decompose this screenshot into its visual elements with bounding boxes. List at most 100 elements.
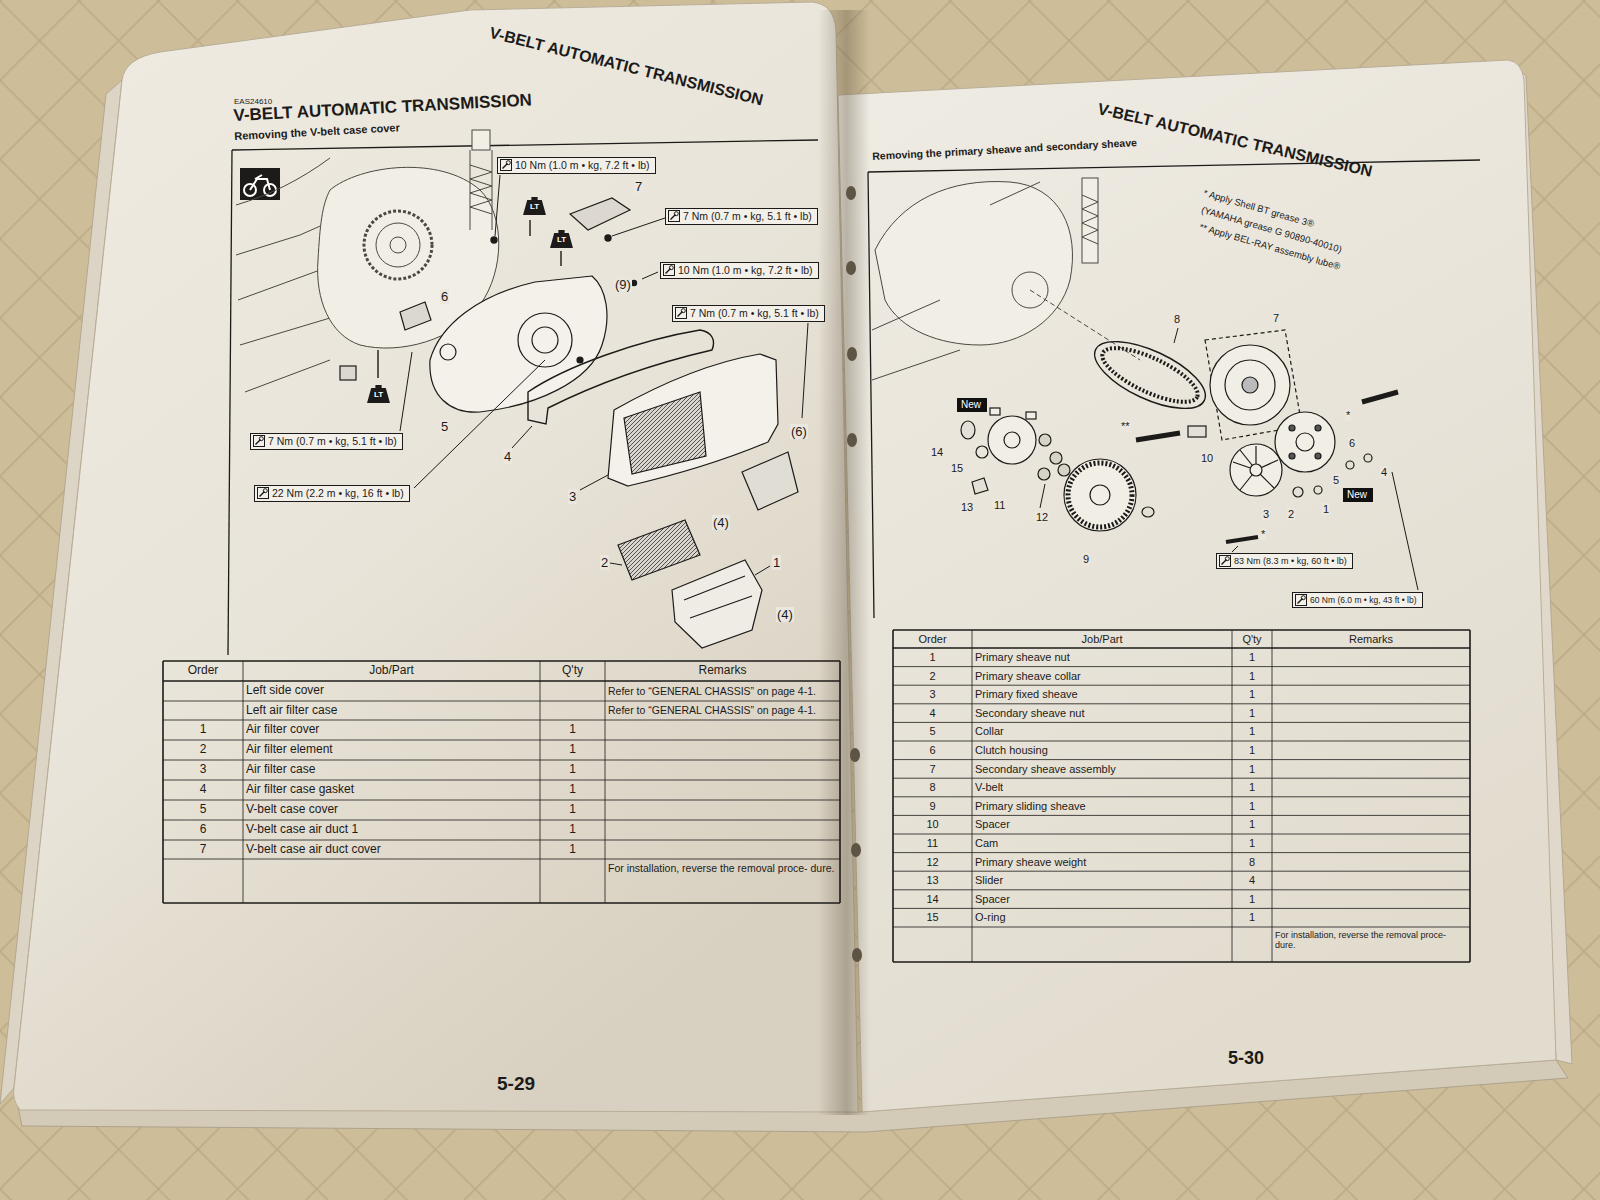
table-cell: Air filter element [246, 743, 333, 757]
text-slot: Secondary sheave assembly [975, 761, 1229, 778]
text-slot: 1 [543, 761, 602, 779]
text-slot: 5-29 [497, 1073, 535, 1095]
air-filter-element [618, 520, 700, 580]
text-slot: 4 [166, 781, 240, 799]
table-cell: 1 [1249, 651, 1255, 664]
callout-number: 1 [1322, 503, 1330, 515]
cam-and-weights [1026, 412, 1036, 419]
air-filter-cover [672, 560, 762, 648]
motorcycle-icon [240, 168, 280, 200]
table-grid [1469, 630, 1471, 962]
small-parts [1293, 487, 1303, 497]
text-slot: 10 [1200, 452, 1214, 465]
section-code: EAS24610 [234, 97, 272, 106]
table-cell: 9 [929, 800, 935, 813]
callout-number: 11 [993, 499, 1006, 511]
table-grid [1232, 630, 1233, 962]
v-belt-case-cover [518, 313, 572, 367]
text-slot: 11 [896, 835, 969, 852]
callout-number: (4) [712, 515, 730, 530]
table-cell: Collar [975, 725, 1004, 738]
diagram-frame [228, 140, 1480, 655]
leader-line [580, 475, 608, 490]
text-slot: Left side cover [246, 682, 537, 700]
diagram-frame [228, 150, 232, 655]
text-slot: 1 [896, 649, 969, 666]
air-duct-parts [400, 302, 431, 330]
clutch-housing [1275, 412, 1335, 472]
table-cell: For installation, reverse the removal pr… [608, 862, 834, 874]
vehicle-sketch [364, 211, 432, 279]
cam-and-weights [1004, 432, 1020, 448]
table-cell: 8 [929, 781, 935, 794]
text-slot: 13 [896, 872, 969, 889]
callout-number: (6) [790, 424, 808, 439]
diagram-frame [868, 172, 874, 618]
table-cell: 5 [200, 803, 207, 817]
spec-text: 7 Nm (0.7 m • kg, 5.1 ft • lb) [268, 435, 397, 448]
mark-text: LT [522, 196, 547, 218]
text-slot: * [1345, 409, 1351, 422]
torque-spec-box: 60 Nm (6.0 m • kg, 43 ft • lb) [1292, 592, 1423, 608]
text-slot: * [1260, 528, 1266, 541]
table-cell: Q'ty [1242, 633, 1261, 646]
table-grid [1272, 630, 1273, 962]
callout-number: 3 [1262, 508, 1270, 520]
table-grid [893, 796, 1470, 797]
locking-agent-mark: LT [522, 196, 547, 216]
punch-hole [847, 433, 857, 447]
table-cell: 8 [1249, 856, 1255, 869]
locking-agent-mark: LT [366, 384, 391, 404]
small-parts [976, 446, 988, 458]
text-slot: Remarks [1275, 631, 1467, 647]
table-cell: 1 [1249, 670, 1255, 683]
clutch-housing [1296, 433, 1314, 451]
air-filter-case [608, 354, 798, 510]
callout-number: 2 [600, 555, 609, 570]
table-cell: 6 [929, 744, 935, 757]
text-slot: 1 [1235, 891, 1269, 908]
spec-text: 10 Nm (1.0 m • kg, 7.2 ft • lb) [515, 159, 650, 172]
table-cell: 1 [929, 651, 935, 664]
text-slot: Order [166, 662, 240, 680]
torque-spec-box: 7 Nm (0.7 m • kg, 5.1 ft • lb) [672, 305, 825, 322]
torque-spec-box: 10 Nm (1.0 m • kg, 7.2 ft • lb) [660, 262, 819, 279]
bolt-symbol [529, 220, 530, 236]
text-slot: (6) [790, 425, 808, 440]
callout-number: 7 [634, 179, 643, 194]
table-cell: 1 [1249, 800, 1255, 813]
table-cell: V-belt case air duct 1 [246, 823, 358, 837]
table-cell: 1 [1249, 911, 1255, 924]
secondary-sheave [1210, 345, 1290, 425]
table-cell: 1 [1249, 818, 1255, 831]
text-slot: 1 [1235, 723, 1269, 740]
table-cell: V-belt case air duct cover [246, 843, 381, 857]
table-cell: 3 [929, 688, 935, 701]
torque-icon [669, 266, 673, 270]
table-grid [893, 815, 1470, 816]
torque-icon [263, 489, 267, 493]
text-slot: 1 [1235, 686, 1269, 703]
table-cell: 2 [200, 743, 207, 757]
callout-number: 12 [1035, 511, 1049, 523]
table-cell: 1 [1249, 781, 1255, 794]
air-filter-case [608, 354, 778, 486]
table-cell: Air filter case gasket [246, 783, 354, 797]
clutch-housing [1275, 412, 1335, 472]
text-slot: 2 [1287, 508, 1295, 521]
callout-number: 9 [1082, 553, 1090, 565]
table-cell: 1 [1249, 837, 1255, 850]
mark-text: LT [549, 229, 574, 251]
torque-icon [253, 435, 265, 447]
vehicle-sketch [470, 165, 492, 214]
vehicle-sketch [376, 223, 420, 267]
text-slot: 1 [1235, 798, 1269, 815]
torque-icon [664, 265, 675, 276]
torque-spec-box: 7 Nm (0.7 m • kg, 5.1 ft • lb) [250, 433, 403, 450]
sliding-sheave [1068, 463, 1132, 527]
text-slot: Removing the V-belt case cover [234, 121, 400, 142]
torque-icon [506, 161, 510, 165]
torque-icon [676, 308, 687, 319]
small-parts [1188, 426, 1206, 437]
